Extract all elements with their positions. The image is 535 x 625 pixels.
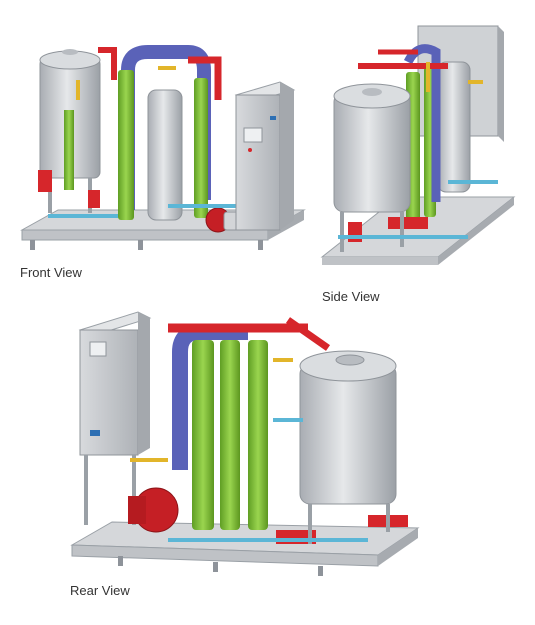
side-view-drawing bbox=[320, 25, 516, 265]
front-view-illustration bbox=[18, 40, 308, 270]
side-view-illustration bbox=[318, 22, 518, 272]
side-view-caption: Side View bbox=[322, 289, 380, 304]
rear-view-drawing bbox=[70, 311, 420, 576]
rear-view-illustration bbox=[68, 300, 423, 585]
front-view-caption: Front View bbox=[20, 265, 82, 280]
front-view-drawing bbox=[20, 45, 306, 250]
rear-view-caption: Rear View bbox=[70, 583, 130, 598]
